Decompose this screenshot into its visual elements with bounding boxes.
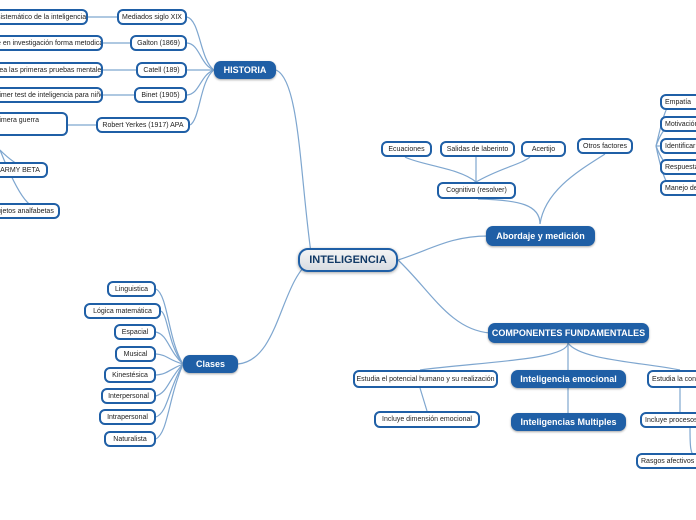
potencial-node[interactable]: Estudia el potencial humano y su realiza… [353,370,498,388]
historia-detail-yerkes[interactable]: rimera guerra [0,112,68,136]
cognitivo-item-acertijo[interactable]: Acertijo [521,141,566,157]
analfabetas-node[interactable]: ujetos analfabetas [0,203,60,219]
clases-item-espacial[interactable]: Espacial [114,324,156,340]
historia-item-binet[interactable]: Binet (1905) [134,87,187,103]
historia-branch[interactable]: HISTORIA [214,61,276,79]
abordaje-branch[interactable]: Abordaje y medición [486,226,595,246]
clases-item-linguistica[interactable]: Linguistica [107,281,156,297]
historia-item-galton[interactable]: Galton (1869) [130,35,187,51]
clases-item-intrapersonal[interactable]: Intrapersonal [99,409,156,425]
inteligencia-emocional-node[interactable]: Inteligencia emocional [511,370,626,388]
clases-item-musical[interactable]: Musical [115,346,156,362]
otros-factores-node[interactable]: Otros factores [577,138,633,154]
historia-item-catell[interactable]: Catell (189) [136,62,187,78]
clases-branch[interactable]: Clases [183,355,238,373]
central-topic[interactable]: INTELIGENCIA [298,248,398,272]
clases-item-logica[interactable]: Lógica matemática [84,303,161,319]
rasgos-afectivos-node[interactable]: Rasgos afectivos [636,453,696,469]
historia-detail-galton[interactable]: e en investigación forma metodica [0,35,103,51]
cognitivo-item-ecuaciones[interactable]: Ecuaciones [381,141,432,157]
dimension-emocional-node[interactable]: Incluye dimensión emocional [374,411,480,428]
clases-item-kinestesica[interactable]: Kinestésica [104,367,156,383]
otros-item-identificar[interactable]: Identificar [660,138,696,154]
otros-item-manejo[interactable]: Manejo de [660,180,696,196]
cognitivo-item-laberinto[interactable]: Salidas de laberinto [440,141,515,157]
inteligencias-multiples-node[interactable]: Inteligencias Multiples [511,413,626,431]
componentes-branch[interactable]: COMPONENTES FUNDAMENTALES [488,323,649,343]
otros-item-respuesta[interactable]: Respuesta [660,159,696,175]
historia-item-mediados[interactable]: Mediados siglo XIX [117,9,187,25]
clases-item-interpersonal[interactable]: Interpersonal [101,388,156,404]
historia-detail-binet[interactable]: rimer test de inteligencia para niños [0,87,103,103]
army-beta-node[interactable]: ARMY BETA [0,162,48,178]
historia-item-yerkes[interactable]: Robert Yerkes (1917) APA [96,117,190,133]
cognitivo-node[interactable]: Cognitivo (resolver) [437,182,516,199]
historia-detail-catell[interactable]: rea las primeras pruebas mentales [0,62,103,78]
otros-item-empatia[interactable]: Empatía [660,94,696,110]
historia-detail-mediados[interactable]: sistemático de la inteligencia [0,9,88,25]
estudia-con-node[interactable]: Estudia la con [647,370,696,388]
otros-item-motivacion[interactable]: Motivación [660,116,696,132]
procesos-node[interactable]: Incluye procesos [640,412,696,428]
clases-item-naturalista[interactable]: Naturalista [104,431,156,447]
